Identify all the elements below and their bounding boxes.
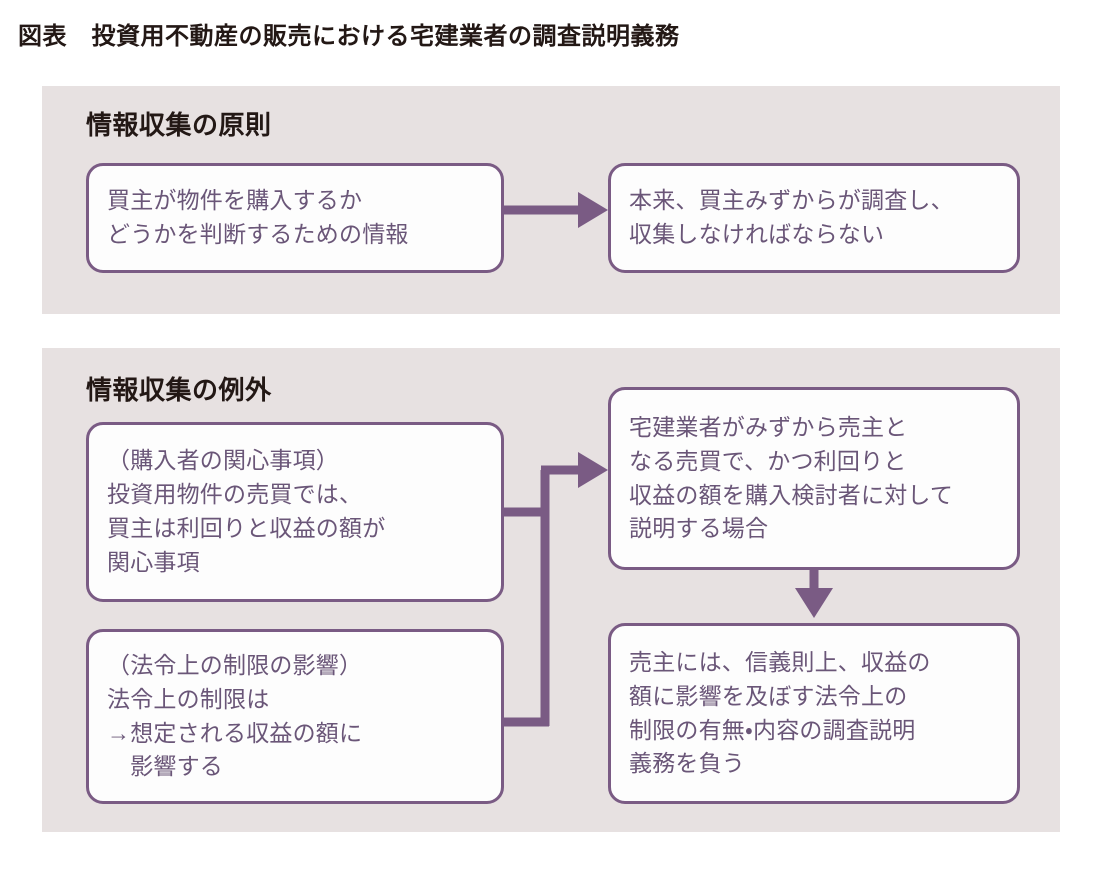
node-legal-restriction-text: （法令上の制限の影響） 法令上の制限は →想定される収益の額に 影響する [107, 651, 363, 780]
node-seller-duty-text: 売主には、信義則上、収益の 額に影響を及ぼす法令上の 制限の有無・内容の調査説明… [629, 648, 931, 777]
node-legal-restriction: （法令上の制限の影響） 法令上の制限は →想定される収益の額に 影響する [86, 629, 504, 804]
node-investor-interest: （購入者の関心事項） 投資用物件の売買では、 買主は利回りと収益の額が 関心事項 [86, 422, 504, 602]
node-buyer-duty: 本来、買主みずからが調査し、 収集しなければならない [608, 163, 1020, 273]
node-buyer-info: 買主が物件を購入するか どうかを判断するための情報 [86, 163, 504, 273]
node-seller-duty: 売主には、信義則上、収益の 額に影響を及ぼす法令上の 制限の有無・内容の調査説明… [608, 623, 1020, 804]
section-heading-principle: 情報収集の原則 [86, 110, 272, 140]
node-investor-interest-text: （購入者の関心事項） 投資用物件の売買では、 買主は利回りと収益の額が 関心事項 [107, 447, 386, 575]
node-buyer-info-text: 買主が物件を購入するか どうかを判断するための情報 [107, 187, 409, 247]
node-broker-seller-text: 宅建業者がみずから売主と なる売買で、かつ利回りと 収益の額を購入検討者に対して… [629, 413, 954, 542]
figure-title: 図表 投資用不動産の販売における宅建業者の調査説明義務 [18, 23, 680, 50]
node-buyer-duty-text: 本来、買主みずからが調査し、 収集しなければならない [629, 187, 954, 247]
section-heading-exception: 情報収集の例外 [86, 375, 272, 405]
node-broker-seller: 宅建業者がみずから売主と なる売買で、かつ利回りと 収益の額を購入検討者に対して… [608, 387, 1020, 570]
